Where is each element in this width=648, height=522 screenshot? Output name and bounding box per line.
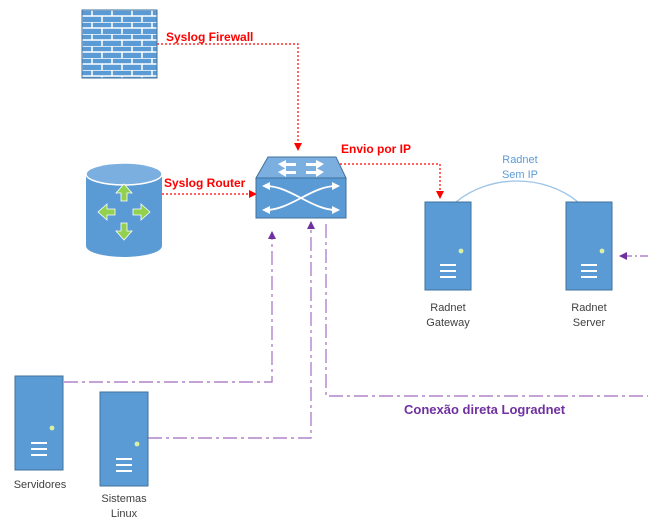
conexao-direta-label: Conexão direta Logradnet xyxy=(404,402,566,417)
server-icon xyxy=(14,375,64,471)
syslog-router-label: Syslog Router xyxy=(164,176,246,190)
radnet-gateway-line2: Gateway xyxy=(426,317,470,329)
radnet-server-label: Radnet Server xyxy=(559,301,619,331)
envio-por-ip-label: Envio por IP xyxy=(341,142,412,156)
server-icon xyxy=(424,201,472,291)
servidores-connector xyxy=(64,231,276,383)
server-icon xyxy=(565,201,613,291)
servidores-label: Servidores xyxy=(13,479,67,491)
sistemas-linux-label: Sistemas Linux xyxy=(92,492,156,522)
radnet-server-line1: Radnet xyxy=(571,302,607,314)
syslog-firewall-label: Syslog Firewall xyxy=(166,30,254,44)
sistemas-linux-line1: Sistemas xyxy=(101,493,147,505)
envio-por-ip-connector xyxy=(336,163,444,199)
radnet-sem-ip-line1: Radnet xyxy=(502,154,538,166)
radnet-gateway-label: Radnet Gateway xyxy=(418,301,478,331)
sistemas-linux-line2: Linux xyxy=(110,508,138,520)
radnet-sem-ip-line2: Sem IP xyxy=(501,169,539,181)
sistemas-linux-connector xyxy=(148,221,315,439)
server-icon xyxy=(99,391,149,487)
firewall-icon xyxy=(81,9,158,79)
radnet-sem-ip-label: Radnet Sem IP xyxy=(490,153,550,183)
syslog-firewall-connector xyxy=(157,43,302,151)
radnet-sem-ip-arc xyxy=(455,180,579,203)
radnet-gateway-line1: Radnet xyxy=(430,302,466,314)
conexao-direta-connector xyxy=(325,224,648,397)
radnet-server-line2: Server xyxy=(572,317,606,329)
router-icon xyxy=(85,162,163,257)
switch-icon xyxy=(255,156,347,219)
